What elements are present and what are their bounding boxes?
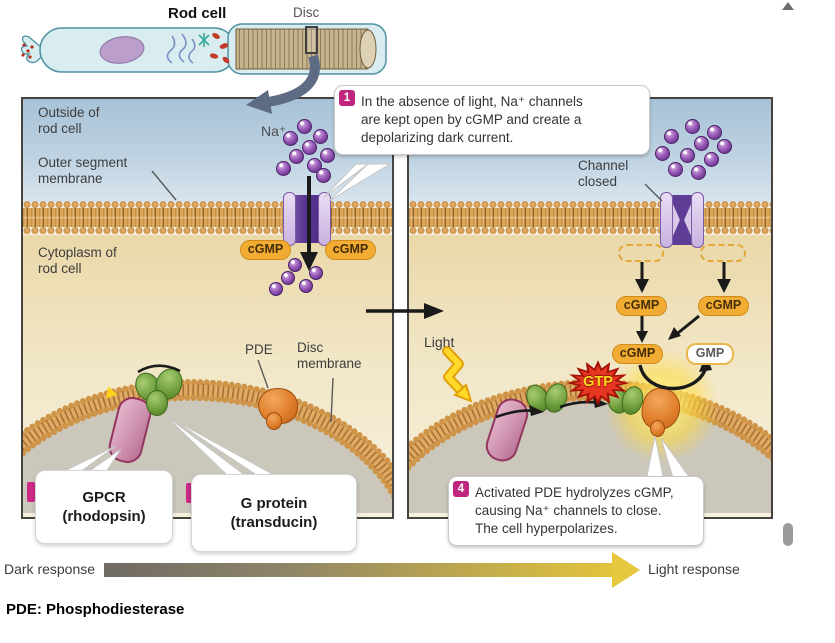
disc-membrane-label: Disc membrane [297,340,362,372]
lipid-heads-bottom [23,226,392,235]
response-gradient-arrowhead [612,552,640,588]
synaptic-vesicles [21,43,34,59]
organelle-star [198,33,210,47]
sodium-channel-closed [660,192,704,248]
channel-subunit [660,192,673,248]
cgmp-vacated-site [618,244,664,262]
na-ion [655,146,670,161]
na-ion [288,258,302,272]
cgmp-pill: cGMP [240,240,291,260]
mitochondria [209,32,230,64]
na-ion [276,161,291,176]
disc-highlight-box [305,26,318,54]
na-ion [320,148,335,163]
lipid-heads-top [23,200,392,209]
channel-pore [669,195,695,245]
disc-label: Disc [293,5,320,20]
hidden-step-badge-sliver [186,483,194,503]
na-ion [668,162,683,177]
na-ion [297,119,312,134]
gpcr-caption-box[interactable]: GPCR (rhodopsin) [35,470,173,544]
pde-abbreviation: PDE: Phosphodiesterase [6,601,185,618]
outer-segment-membrane-label: Outer segment membrane [38,155,128,187]
pde-label: PDE [245,342,273,357]
rod-cell-label: Rod cell [168,5,227,22]
na-ion [299,279,313,293]
channel-subunit [318,192,331,246]
na-ion [680,148,695,163]
channel-closed-label: Channel closed [578,158,629,190]
na-ion [664,129,679,144]
na-ion [281,271,295,285]
dark-response-label: Dark response [4,561,96,577]
sodium-label: Na⁺ [261,123,287,139]
g-protein-lobe [146,390,168,416]
cgmp-pill: cGMP [325,240,376,260]
cgmp-pill: cGMP [616,296,667,316]
g-protein-caption-box[interactable]: G protein (transducin) [191,474,357,552]
lipid-heads-top [409,200,771,209]
na-ion [313,129,328,144]
na-ion [289,149,304,164]
na-ion [694,136,709,151]
na-ion [316,168,331,183]
sodium-channel-open [283,192,331,246]
inner-segment [39,27,237,73]
na-ion [707,125,722,140]
gmp-pill: GMP [686,343,734,365]
outer-segment-envelope [227,23,387,75]
hidden-step-badge-sliver [27,482,35,502]
outside-of-rod-cell-label: Outside of rod cell [38,105,100,137]
disc-stack-cap [359,29,377,69]
cytoplasm-label: Cytoplasm of rod cell [38,245,117,277]
nucleus [99,36,145,64]
cgmp-pill: cGMP [698,296,749,316]
scrollbar-thumb[interactable] [783,523,793,546]
scroll-up-arrow[interactable] [782,2,794,10]
na-ion [717,139,732,154]
gtp-label: GTP [583,374,613,390]
na-ion [309,266,323,280]
na-ion [269,282,283,296]
step-4-badge: 4 [453,481,469,497]
cgmp-pill: cGMP [612,344,663,364]
callout-step-4: Activated PDE hydrolyzes cGMP, causing N… [448,476,704,547]
na-ion [685,119,700,134]
light-response-label: Light response [648,561,740,577]
pde-protein-foot [266,412,282,430]
response-gradient-bar [104,563,612,577]
lipid-heads-bottom [409,226,771,235]
na-ion [691,165,706,180]
channel-subunit [691,192,704,248]
na-ion [302,140,317,155]
na-ion [704,152,719,167]
disc-stack [235,28,369,70]
step-1-badge: 1 [339,90,355,106]
light-label: Light [424,334,455,350]
callout-step-1: In the absence of light, Na⁺ channels ar… [334,85,650,156]
cgmp-vacated-site [700,244,746,262]
synaptic-terminal [20,35,48,64]
zoom-arrow [267,54,320,107]
pde-protein-foot [650,420,665,437]
endoplasmic-reticulum [166,33,196,64]
channel-subunit [283,192,296,246]
na-ion [283,131,298,146]
